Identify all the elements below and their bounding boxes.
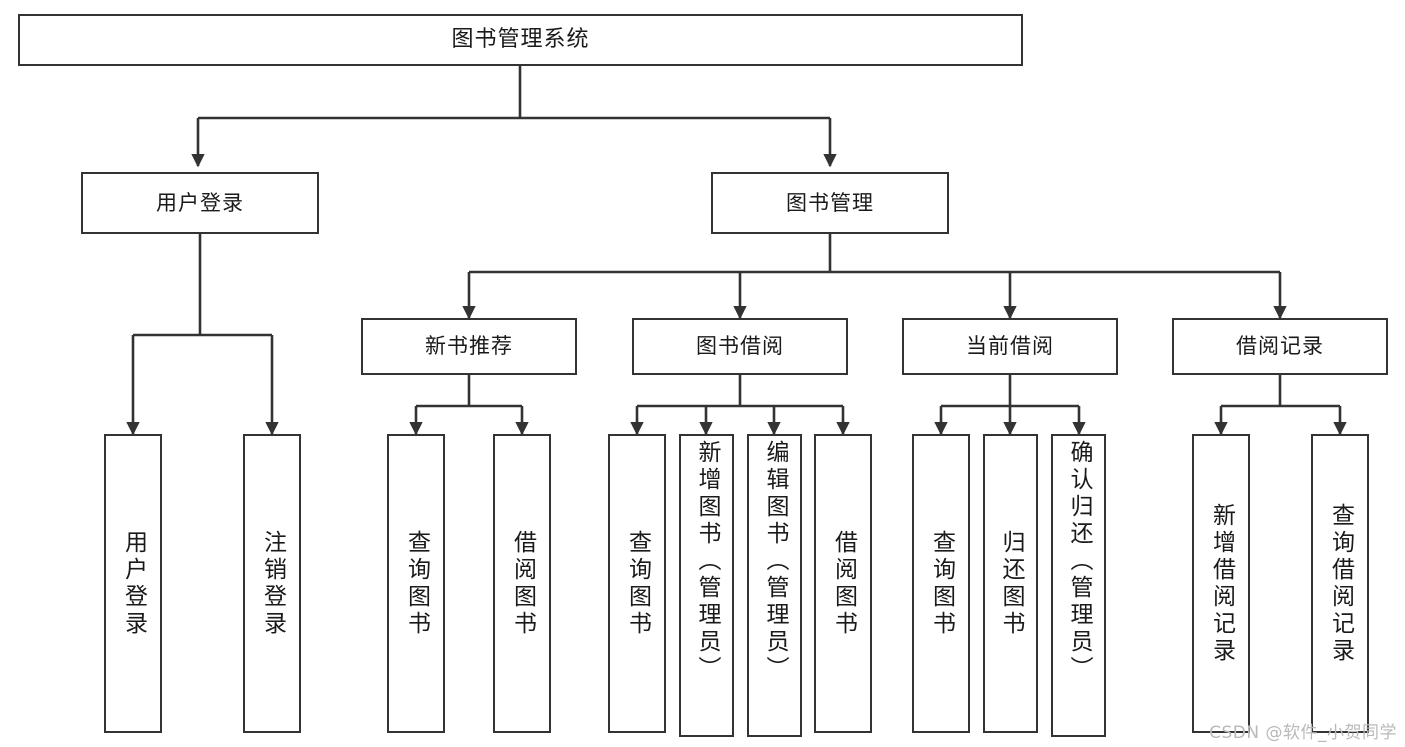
leaf-logout[interactable]: 注销登录 <box>243 434 301 733</box>
node-label: 用户登录 <box>120 529 147 638</box>
leaf-edit-book-admin[interactable]: 编辑图书（管理员） <box>747 434 802 737</box>
node-label: 归还图书 <box>998 529 1024 638</box>
node-label: 查询图书 <box>928 529 955 638</box>
node-label: 新增图书（管理员） <box>694 440 720 683</box>
node-label: 图书借阅 <box>696 334 784 359</box>
node-label: 查询图书 <box>403 529 430 638</box>
node-root-book-management-system[interactable]: 图书管理系统 <box>18 14 1023 66</box>
leaf-confirm-return-admin[interactable]: 确认归还（管理员） <box>1051 434 1106 737</box>
leaf-query-book-current[interactable]: 查询图书 <box>912 434 970 733</box>
leaf-add-book-admin[interactable]: 新增图书（管理员） <box>679 434 734 737</box>
leaf-borrow-book-borrowing[interactable]: 借阅图书 <box>814 434 872 733</box>
node-label: 当前借阅 <box>966 334 1054 359</box>
node-label: 用户登录 <box>156 190 244 215</box>
leaf-query-book-recommendation[interactable]: 查询图书 <box>387 434 445 733</box>
leaf-borrow-book-recommendation[interactable]: 借阅图书 <box>493 434 551 733</box>
node-label: 图书管理 <box>786 190 874 215</box>
node-label: 图书管理系统 <box>451 27 590 53</box>
leaf-query-borrowing-record[interactable]: 查询借阅记录 <box>1311 434 1369 733</box>
leaf-query-book-borrowing[interactable]: 查询图书 <box>608 434 666 733</box>
node-label: 借阅记录 <box>1236 334 1324 359</box>
node-book-borrowing[interactable]: 图书借阅 <box>632 318 848 375</box>
node-user-login[interactable]: 用户登录 <box>81 172 319 234</box>
node-label: 查询图书 <box>624 529 651 638</box>
node-label: 确认归还（管理员） <box>1066 440 1092 683</box>
node-label: 借阅图书 <box>830 529 857 638</box>
node-new-book-recommendation[interactable]: 新书推荐 <box>361 318 577 375</box>
leaf-return-book[interactable]: 归还图书 <box>983 434 1038 733</box>
csdn-watermark: CSDN @软件_小贺同学 <box>1209 723 1397 743</box>
node-book-management[interactable]: 图书管理 <box>711 172 949 234</box>
node-borrowing-record[interactable]: 借阅记录 <box>1172 318 1388 375</box>
node-current-borrowing[interactable]: 当前借阅 <box>902 318 1118 375</box>
node-label: 查询借阅记录 <box>1327 502 1354 665</box>
node-label: 借阅图书 <box>509 529 536 638</box>
node-label: 编辑图书（管理员） <box>762 440 788 683</box>
node-label: 新书推荐 <box>425 334 513 359</box>
leaf-user-login[interactable]: 用户登录 <box>104 434 162 733</box>
leaf-add-borrowing-record[interactable]: 新增借阅记录 <box>1192 434 1250 733</box>
node-label: 注销登录 <box>259 529 286 638</box>
node-label: 新增借阅记录 <box>1208 502 1235 665</box>
